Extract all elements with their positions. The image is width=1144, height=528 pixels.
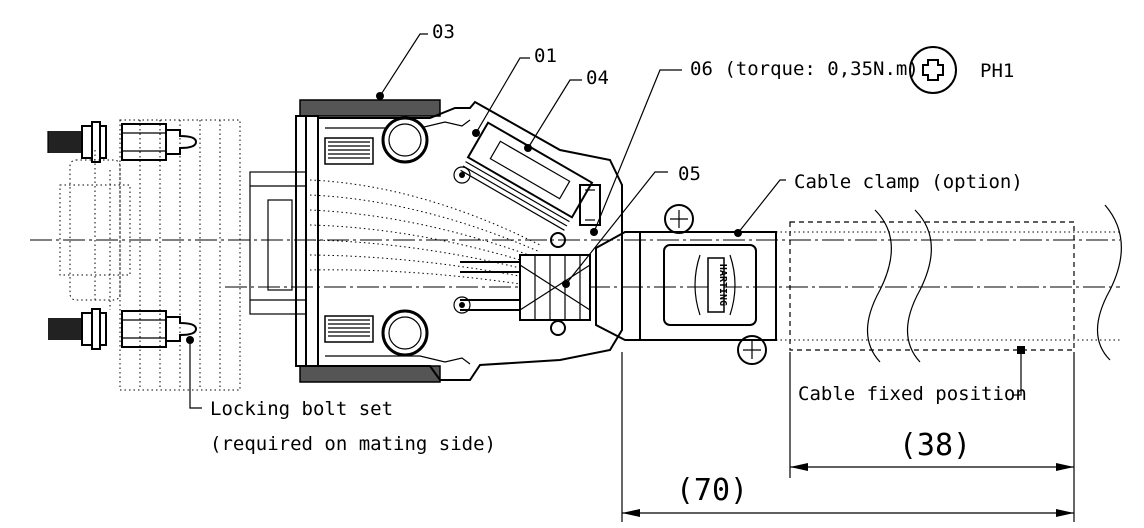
label-cable-clamp: Cable clamp (option) xyxy=(794,171,1023,193)
locking-bolt-top xyxy=(47,121,198,163)
mating-side-ghost xyxy=(59,119,241,391)
locking-bolt-bottom xyxy=(48,308,198,350)
label-ph1: PH1 xyxy=(980,60,1014,82)
phillips-screw-icon xyxy=(909,46,957,94)
label-locking-bolt-line1: Locking bolt set xyxy=(210,398,393,420)
label-cable-fixed-position: Cable fixed position xyxy=(798,383,1027,405)
label-01: 01 xyxy=(534,45,557,67)
cable-clamp: HARTING xyxy=(595,204,777,365)
locking-bolt-leader xyxy=(189,340,202,409)
dim-arrow-38-left xyxy=(790,463,808,471)
cable xyxy=(776,204,1122,363)
dim-arrow-70-left xyxy=(622,509,640,517)
cable-fixed-marker xyxy=(1017,346,1025,354)
phillips-cross-icon xyxy=(922,59,944,81)
leader-cable-clamp xyxy=(737,179,786,234)
leader-04 xyxy=(527,79,582,149)
leader-05 xyxy=(565,171,668,285)
label-04: 04 xyxy=(586,67,609,89)
leader-cable-fixed xyxy=(1012,354,1022,396)
leader-01 xyxy=(475,57,530,134)
label-06: 06 (torque: 0,35N.m) xyxy=(690,58,919,80)
leader-03 xyxy=(379,33,428,97)
label-03: 03 xyxy=(432,21,455,43)
dim-arrow-70-right xyxy=(1056,509,1074,517)
dim-label-70: (70) xyxy=(676,473,748,508)
leader-06 xyxy=(593,69,682,233)
dim-arrow-38-right xyxy=(1056,463,1074,471)
brand-label: HARTING xyxy=(717,264,728,306)
label-05: 05 xyxy=(678,163,701,185)
label-locking-bolt-line2: (required on mating side) xyxy=(210,433,496,455)
dim-label-38: (38) xyxy=(899,428,971,463)
connector-hood xyxy=(249,99,623,383)
